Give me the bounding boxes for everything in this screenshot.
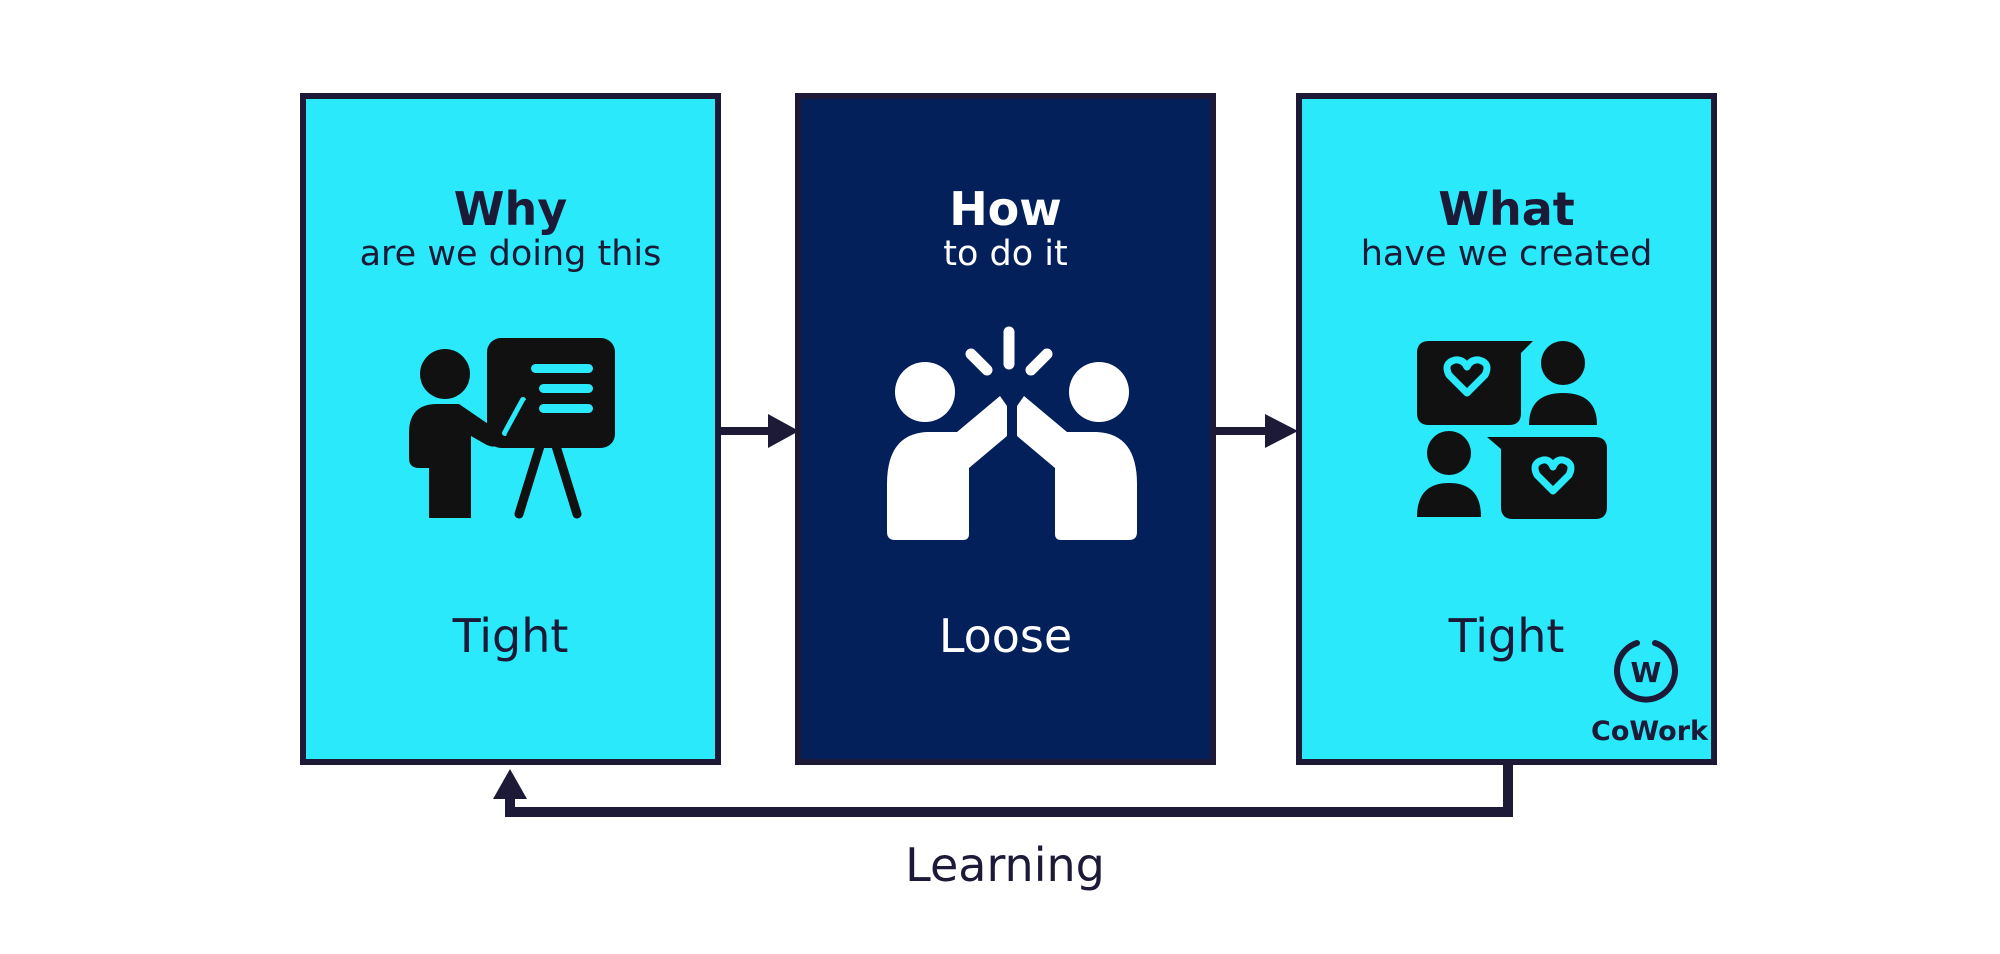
card-how: How to do it Loose (795, 93, 1216, 765)
high-five-icon (887, 324, 1137, 549)
cowork-logo-mark: W (1614, 640, 1678, 703)
arrow-learning-loop (493, 765, 1513, 817)
arrow-how-to-what (1216, 414, 1298, 448)
learning-label: Learning (905, 838, 1105, 892)
card-what: What have we created Tight W CoWork (1296, 93, 1717, 765)
presenter-board-icon (409, 338, 619, 548)
card-what-footer: Tight (1448, 609, 1565, 663)
arrow-why-to-how (721, 414, 799, 448)
card-why-subtitle: are we doing this (359, 234, 662, 274)
cowork-logo: W CoWork (1591, 637, 1709, 747)
cowork-logo-monogram: W (1631, 656, 1662, 689)
card-how-footer: Loose (938, 609, 1073, 663)
card-how-title: How (949, 182, 1062, 236)
card-why-title: Why (453, 182, 568, 236)
card-why: Why are we doing this Tight (300, 93, 721, 765)
card-what-subtitle: have we created (1360, 234, 1653, 274)
people-chat-hearts-icon (1417, 341, 1607, 531)
card-what-title: What (1438, 182, 1575, 236)
card-how-subtitle: to do it (943, 234, 1068, 274)
cowork-logo-text: CoWork (1591, 716, 1709, 747)
card-why-footer: Tight (452, 609, 569, 663)
